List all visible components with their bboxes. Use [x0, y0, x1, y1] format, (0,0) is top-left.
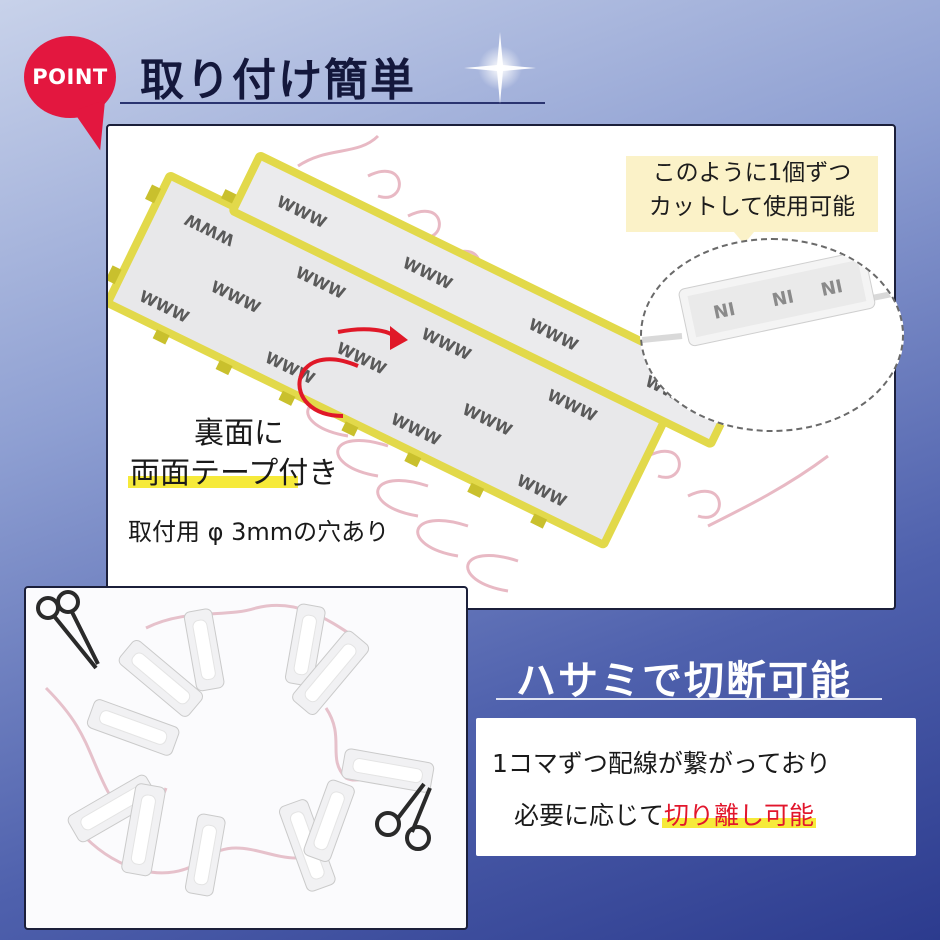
callout-line-1: このように1個ずつ: [652, 160, 852, 186]
cut-info-box: [476, 718, 916, 856]
page-title: 取り付け簡単: [140, 55, 416, 106]
cut-title: ハサミで切断可能: [516, 658, 852, 704]
svg-text:NI: NI: [819, 276, 845, 301]
label-mounting-hole: 取付用 φ 3mmの穴あり: [128, 518, 390, 546]
scissors-icon: [375, 782, 432, 851]
led-strip-back-illustration: WWW WWW WWW WWW WWW WWW WWW WWW WWW WWW …: [108, 134, 829, 593]
label-double-sided-tape: 両面テープ付き: [130, 456, 339, 491]
rotate-arrow-icon: [297, 326, 408, 418]
callout-line-2: カットして使用可能: [648, 194, 856, 220]
point-badge-label: POINT: [32, 65, 108, 89]
scissors-icon: [36, 590, 100, 670]
bottom-photo-panel: [24, 586, 468, 930]
tape-highlight: [128, 476, 298, 488]
cut-info-line-1: 1コマずつ配線が繋がっており: [492, 749, 831, 778]
svg-text:NI: NI: [770, 286, 796, 311]
led-modules-illustration: [36, 590, 435, 897]
cut-info-line-2: 必要に応じて切り離し可能: [514, 796, 814, 832]
single-module-illustration: NI NI NI: [642, 251, 902, 347]
cut-callout: このように1個ずつ カットして使用可能: [626, 156, 878, 244]
led-module-group: [67, 603, 435, 897]
svg-text:NI: NI: [712, 299, 738, 324]
label-back-side: 裏面に: [194, 416, 284, 451]
cut-title-underline: [496, 698, 882, 700]
point-badge: POINT: [24, 36, 116, 118]
sparkle-icon: [464, 32, 536, 104]
cut-info-highlight: 切り離し可能: [664, 801, 815, 830]
led-strip-a: WWW WWW WWW WWW WWW WWW WWW WWW WWW WWW …: [108, 172, 670, 549]
cut-info-prefix: 必要に応じて: [514, 801, 665, 830]
single-module-detail: NI NI NI: [640, 238, 904, 432]
title-underline: [120, 102, 545, 104]
